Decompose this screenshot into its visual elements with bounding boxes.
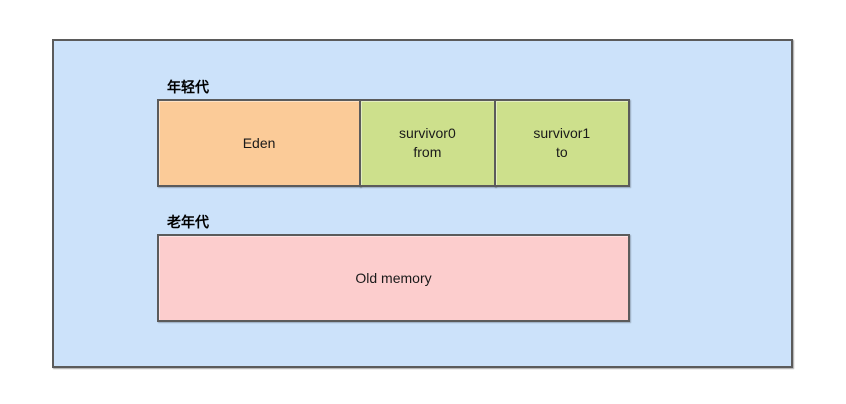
survivor1-role: to xyxy=(555,144,568,160)
survivor0-box: survivor0 from xyxy=(359,99,496,187)
survivor0-name: survivor0 xyxy=(398,125,456,141)
survivor1-box: survivor1 to xyxy=(493,99,631,187)
old-memory-box: Old memory xyxy=(157,234,630,322)
survivor1-name: survivor1 xyxy=(533,125,591,141)
eden-label: Eden xyxy=(242,134,276,151)
eden-box: Eden xyxy=(157,99,362,187)
old-gen-label: 老年代 xyxy=(167,214,209,230)
heap-region: 年轻代 Eden survivor0 from survivor1 to 老年代… xyxy=(52,39,793,368)
young-gen-row: Eden survivor0 from survivor1 to xyxy=(157,99,631,187)
young-gen-label: 年轻代 xyxy=(167,79,209,95)
old-memory-label: Old memory xyxy=(355,269,432,286)
survivor0-role: from xyxy=(413,144,442,160)
